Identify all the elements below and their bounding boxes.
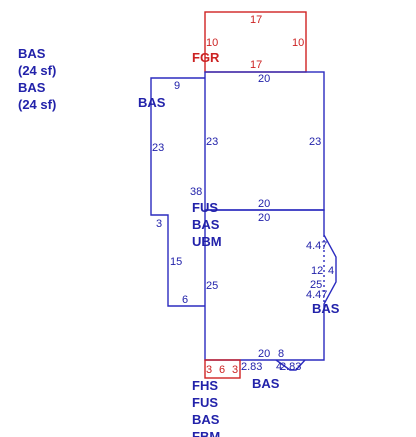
dim-bottom-8: 8	[278, 348, 284, 360]
dim-bay-c: 4	[328, 265, 334, 277]
label-bas-mid: BAS	[192, 217, 220, 232]
area-legend: BAS (24 sf) BAS (24 sf)	[18, 45, 56, 113]
label-stack-fbm: FBM	[192, 429, 220, 437]
dim-main-left-lower: 25	[206, 280, 218, 292]
legend-line: BAS	[18, 46, 46, 61]
dim-bottom-283a: 2.83	[241, 361, 262, 373]
dim-red-3a: 3	[206, 364, 212, 376]
dim-main-top: 20	[258, 73, 270, 85]
dim-bay-e: 4.47	[306, 289, 327, 301]
label-bas-left: BAS	[138, 95, 166, 110]
dim-bay-a: 4.47	[306, 240, 327, 252]
dim-mid-lower: 20	[258, 212, 270, 224]
label-bas-bottom: BAS	[252, 376, 280, 391]
dim-fgr-top: 17	[250, 14, 262, 26]
dim-left-top: 9	[174, 80, 180, 92]
dim-bottom-283b: 2.83	[280, 361, 301, 373]
lower-block-outline	[204, 209, 337, 361]
dim-fgr-left: 10	[206, 37, 218, 49]
dim-mid-upper: 20	[258, 198, 270, 210]
dim-bottom-20: 20	[258, 348, 270, 360]
upper-block-outline	[204, 71, 325, 211]
dim-left-notch: 38	[190, 186, 202, 198]
label-stack-fus: FUS	[192, 395, 218, 410]
legend-line: (24 sf)	[18, 97, 57, 112]
dim-left-bottom: 6	[182, 294, 188, 306]
label-stack-bas: BAS	[192, 412, 220, 427]
legend-line: BAS	[18, 80, 46, 95]
left-wing-outline	[150, 77, 205, 307]
bottom-red-box	[204, 359, 241, 379]
label-fus: FUS	[192, 200, 218, 215]
dim-left-lower: 15	[170, 256, 182, 268]
dim-left-side: 23	[152, 142, 164, 154]
bottom-bump-outline	[275, 359, 306, 371]
dim-fgr-bottom: 17	[250, 59, 262, 71]
dim-fgr-right: 10	[292, 37, 304, 49]
label-fgr: FGR	[192, 50, 220, 65]
dim-step: 3	[156, 218, 162, 230]
dim-main-right-upper: 23	[309, 136, 321, 148]
dim-bay-b: 12	[311, 265, 323, 277]
dim-bay-d: 25	[310, 279, 322, 291]
dim-main-left-upper: 23	[206, 136, 218, 148]
dim-red-6: 6	[219, 364, 225, 376]
label-bas-right: BAS	[312, 301, 340, 316]
dim-red-3b: 3	[232, 364, 238, 376]
label-ubm: UBM	[192, 234, 222, 249]
legend-line: (24 sf)	[18, 63, 57, 78]
label-stack-fhs: FHS	[192, 378, 218, 393]
dim-bottom-4: 4	[276, 361, 282, 373]
